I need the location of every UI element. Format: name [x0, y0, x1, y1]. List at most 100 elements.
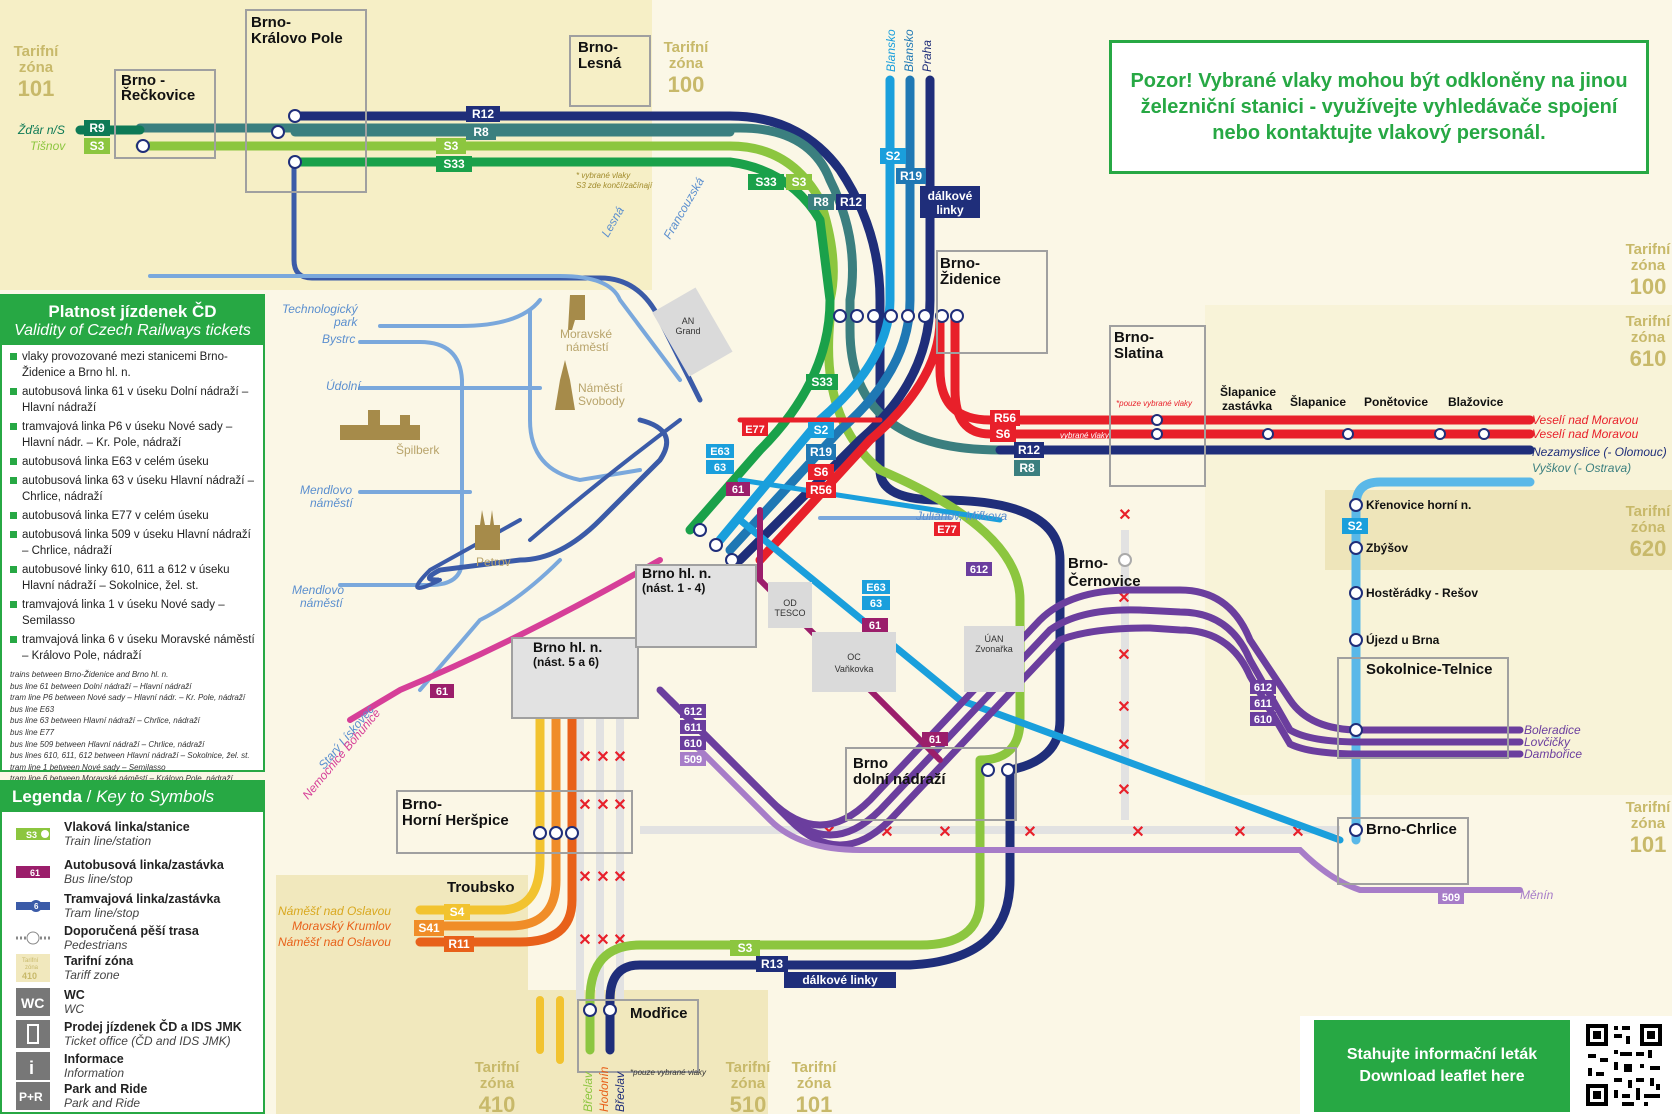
legend-pedestrian: Doporučená pěší trasa Pedestrians: [16, 924, 256, 954]
badge-dalkove2: dálkové linky: [802, 973, 878, 987]
svg-text:linky: linky: [936, 203, 964, 217]
dest-damborice: Dambořice: [1524, 747, 1582, 761]
tram-line-icon: 6: [16, 900, 50, 912]
horse-statue-icon: [568, 295, 585, 330]
svg-text:611: 611: [1254, 698, 1272, 710]
dest-veseli1: Veselí nad Moravou: [1532, 413, 1639, 427]
validity-header: Platnost jízdenek ČD Validity of Czech R…: [2, 296, 263, 345]
ticket-validity-panel: Platnost jízdenek ČD Validity of Czech R…: [0, 294, 265, 783]
pedestrian-icon: [16, 931, 50, 945]
label-hosteradky: Hostěrádky - Rešov: [1366, 586, 1478, 600]
svg-text:612: 612: [970, 564, 988, 576]
legend-train: S3 Vlaková linka/stanice Train line/stat…: [16, 820, 256, 850]
svg-text:Slatina: Slatina: [1114, 345, 1164, 362]
station-dots: [136, 109, 1490, 1017]
svg-text:zóna: zóna: [1631, 257, 1666, 274]
download-leaflet-button[interactable]: Stahujte informační leták Download leafl…: [1314, 1020, 1570, 1112]
legend-header: Legenda / Key to Symbols: [2, 782, 263, 812]
svg-text:Horní Heršpice: Horní Heršpice: [402, 812, 509, 829]
svg-text:dolní nádraží: dolní nádraží: [853, 771, 946, 788]
label-lesna: Brno-: [578, 39, 618, 56]
svg-text:✕: ✕: [1118, 507, 1131, 524]
dest-zdar: Žďár n/S: [17, 122, 65, 137]
place-svobody: Náměstí: [578, 381, 623, 395]
bus-badges: E63 63 61 E77 E77 E63 63 61 61 612 612 6…: [430, 422, 1464, 904]
obelisk-icon: [555, 360, 575, 410]
svg-text:✕: ✕: [613, 797, 626, 814]
svg-text:R12: R12: [1018, 443, 1040, 457]
dest-breclav2: Břeclav: [613, 1071, 627, 1112]
svg-text:Svobody: Svobody: [578, 394, 625, 408]
place-tesco: OD: [783, 598, 797, 608]
qr-code-icon[interactable]: [1584, 1022, 1664, 1108]
place-vankovka: OC: [847, 652, 861, 662]
place-nemocnice: Nemocnice Bohunice: [300, 706, 384, 802]
label-troubsko: Troubsko: [447, 879, 515, 896]
badge-r11: R11: [448, 937, 470, 951]
place-technologicky: Technologický: [282, 302, 359, 316]
park-ride-icon: P+R: [16, 1082, 50, 1110]
svg-text:R12: R12: [840, 195, 862, 209]
notice-text: Pozor! Vybrané vlaky mohou být odkloněny…: [1130, 70, 1628, 144]
svg-text:Zvonařka: Zvonařka: [975, 644, 1013, 654]
label-hl-n-5-6: Brno hl. n.: [533, 639, 602, 655]
svg-text:Černovice: Černovice: [1068, 572, 1141, 590]
svg-text:61: 61: [929, 734, 941, 746]
legend-park-ride: P+R Park and Ride Park and Ride: [16, 1082, 256, 1112]
bus-612: 612: [684, 706, 702, 718]
dest-blansko2: Blansko: [902, 29, 916, 72]
svg-text:S3: S3: [792, 175, 807, 189]
dest-namest2: Náměšť nad Oslavou: [278, 935, 391, 949]
label-hl-n-1-4: Brno hl. n.: [642, 565, 711, 581]
legend-wc: WC WC WC: [16, 988, 256, 1018]
svg-text:WC: WC: [21, 995, 44, 1011]
zone-510-area: [528, 990, 768, 1114]
label-krenovice: Křenovice horní n.: [1366, 498, 1471, 512]
svg-text:✕: ✕: [1117, 647, 1130, 664]
svg-text:S3: S3: [26, 830, 37, 840]
svg-text:509: 509: [1442, 892, 1460, 904]
dest-boleradice: Boleradice: [1524, 723, 1581, 737]
svg-text:zóna: zóna: [25, 965, 39, 971]
label-slatina: Brno-: [1114, 329, 1154, 346]
validity-en-item: bus line 63 between Hlavní nádraží – Chr…: [10, 716, 200, 726]
svg-text:63: 63: [870, 598, 882, 610]
validity-item: tramvajová linka 6 v úseku Moravské námě…: [10, 632, 255, 664]
dest-lovcicky: Lovčičky: [1524, 735, 1571, 749]
validity-list: vlaky provozované mezi stanicemi Brno-Ži…: [2, 345, 263, 664]
badge-r19: R19: [900, 169, 922, 183]
svg-text:Vaňkovka: Vaňkovka: [835, 664, 874, 674]
badge-r9: R9: [89, 121, 105, 135]
dest-praha: Praha: [920, 40, 934, 72]
svg-text:P+R: P+R: [19, 1090, 43, 1104]
svg-text:R8: R8: [1019, 461, 1035, 475]
label-slapanice: Šlapanice: [1290, 394, 1346, 409]
validity-item: autobusová linka 61 v úseku Dolní nádraž…: [10, 384, 255, 416]
label-reckovice: Brno -: [121, 72, 165, 89]
svg-text:61: 61: [436, 686, 448, 698]
svg-text:zóna: zóna: [480, 1075, 515, 1092]
badge-s33: S33: [443, 157, 465, 171]
note-pouze2: *pouze vybrané vlaky: [630, 1068, 707, 1077]
svg-text:Lesná: Lesná: [578, 55, 622, 72]
svg-text:náměstí: náměstí: [300, 596, 344, 610]
label-hersp: Brno-: [402, 796, 442, 813]
station-labels: Brno - Řečkovice Brno- Královo Pole Brno…: [121, 14, 1504, 1022]
legend-title-en: Key to Symbols: [96, 787, 215, 806]
svg-text:Tarifní: Tarifní: [1626, 313, 1672, 330]
place-zvonarka: ÚAN: [984, 634, 1003, 644]
legend-panel: Legenda / Key to Symbols S3 Vlaková link…: [0, 780, 265, 1114]
zone-410-num: 410: [479, 1092, 516, 1114]
label-chrlice: Brno-Chrlice: [1366, 821, 1457, 838]
validity-en-item: bus line 61 between Dolní nádraží – Hlav…: [10, 681, 192, 691]
label-zbysov: Zbýšov: [1366, 541, 1408, 555]
badge-r8: R8: [473, 125, 489, 139]
svg-text:náměstí: náměstí: [310, 496, 354, 510]
legend-info: i Informace Information: [16, 1052, 256, 1082]
svg-text:✕: ✕: [578, 749, 591, 766]
dest-hodonin: Hodonín: [597, 1066, 611, 1112]
legend-bus: 61 Autobusová linka/zastávka Bus line/st…: [16, 858, 256, 888]
badge-dalkove: dálkové: [928, 189, 973, 203]
svg-text:zóna: zóna: [669, 55, 704, 72]
